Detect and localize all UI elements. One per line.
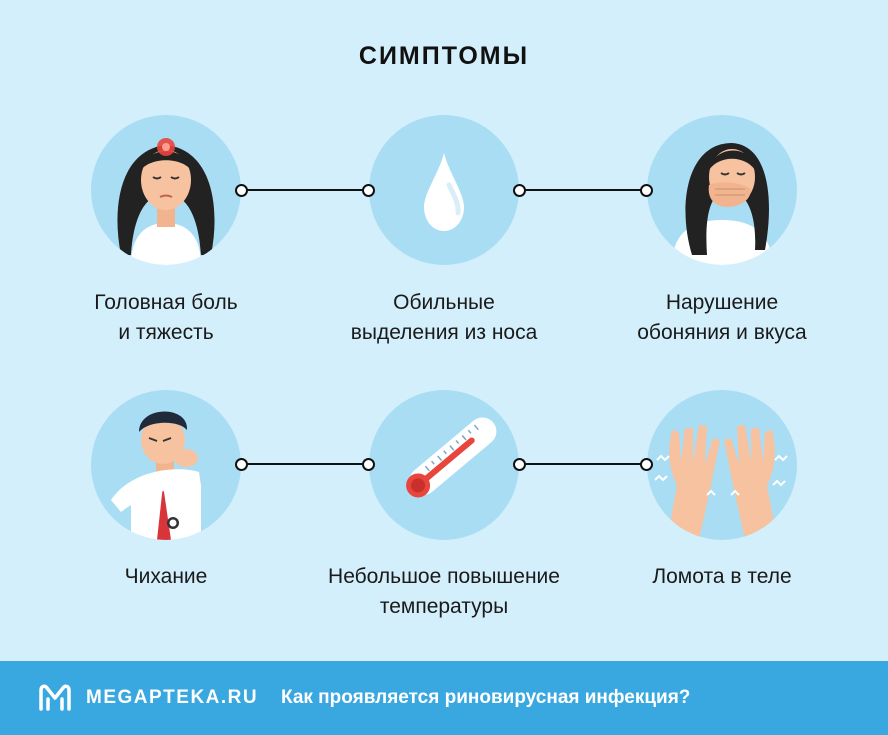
covering-mouth-woman-icon [672,143,772,265]
water-drop-icon [424,153,464,231]
connector-line [235,457,375,471]
thermometer-icon [406,417,497,498]
symptom-headache-circle [91,115,241,265]
aching-hands-icon [654,425,788,540]
connector-line [513,457,653,471]
footer-bar: MEGAPTEKA.RU Как проявляется риновирусна… [0,661,888,735]
footer-caption: Как проявляется риновирусная инфекция? [281,687,691,708]
symptom-smell-taste-circle [647,115,797,265]
symptom-label-body-ache: Ломота в теле [652,565,792,588]
headache-woman-icon [117,138,215,265]
logo-icon [39,684,71,711]
connector-line [235,183,375,197]
connector-line [513,183,653,197]
symptom-runny-nose-circle [369,115,519,265]
symptom-fever-circle [369,390,519,540]
symptom-body-ache-circle [647,390,797,540]
sneezing-man-icon [111,411,201,540]
symptom-label-sneezing: Чихание [124,565,208,588]
symptom-sneezing-circle [91,390,241,540]
page-title: симптомы [358,42,530,70]
brand-name[interactable]: MEGAPTEKA.RU [86,687,259,708]
